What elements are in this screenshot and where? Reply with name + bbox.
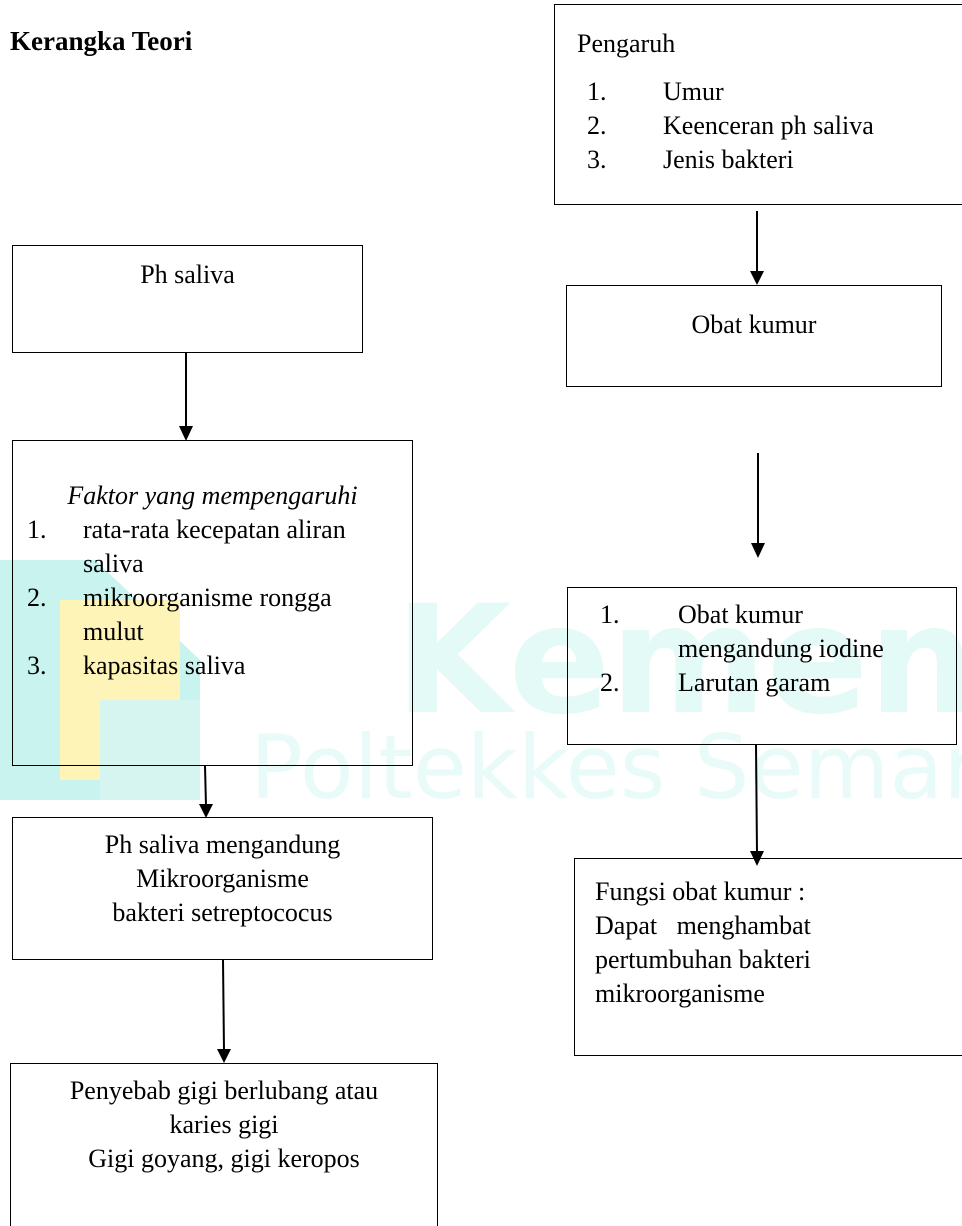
fungsi-box: Fungsi obat kumur : Dapat menghambat per… xyxy=(574,858,962,1056)
faktor-item-line: saliva xyxy=(83,549,144,578)
faktor-item-number: 3. xyxy=(27,651,47,680)
jenis-obat-box: 1. Obat kumur mengandung iodine 2. Larut… xyxy=(567,587,957,745)
pengaruh-item-number: 3. xyxy=(587,145,607,174)
arrow-jenis-to-fungsi xyxy=(750,744,764,866)
jenis-item-line: Larutan garam xyxy=(678,668,831,697)
faktor-item-text: mikroorganisme rongga mulut xyxy=(83,581,332,649)
pengaruh-item-number: 2. xyxy=(587,111,607,140)
penyebab-line: karies gigi xyxy=(169,1110,279,1139)
jenis-item-number: 2. xyxy=(600,668,620,697)
faktor-item: 1. rata-rata kecepatan aliran saliva xyxy=(13,513,412,581)
ph-saliva-label: Ph saliva xyxy=(140,260,235,289)
fungsi-line: Dapat menghambat xyxy=(595,911,811,940)
arrow-ph-to-faktor xyxy=(179,353,193,441)
pengaruh-item: 3. Jenis bakteri xyxy=(555,143,962,177)
fungsi-line: pertumbuhan bakteri xyxy=(595,945,811,974)
arrow-faktor-to-mengandung xyxy=(199,765,213,818)
pengaruh-item-text: Umur xyxy=(663,77,724,106)
ph-saliva-box: Ph saliva xyxy=(12,245,363,353)
jenis-item-text: Larutan garam xyxy=(678,666,830,700)
penyebab-line: Gigi goyang, gigi keropos xyxy=(88,1144,360,1173)
faktor-item: 2. mikroorganisme rongga mulut xyxy=(13,581,412,649)
faktor-box: Faktor yang mempengaruhi 1. rata-rata ke… xyxy=(12,440,413,766)
jenis-item-line: Obat kumur xyxy=(678,600,803,629)
pengaruh-item: 2. Keenceran ph saliva xyxy=(555,109,962,143)
mengandung-line: bakteri setreptococus xyxy=(112,898,333,927)
faktor-item-line: rata-rata kecepatan aliran xyxy=(83,515,346,544)
faktor-item-text: kapasitas saliva xyxy=(83,649,245,683)
penyebab-box: Penyebab gigi berlubang atau karies gigi… xyxy=(10,1063,438,1226)
pengaruh-item-text: Keenceran ph saliva xyxy=(663,111,874,140)
faktor-item-text: rata-rata kecepatan aliran saliva xyxy=(83,513,346,581)
mengandung-line: Ph saliva mengandung xyxy=(104,830,341,859)
pengaruh-list: 1. Umur 2. Keenceran ph saliva 3. Jenis … xyxy=(555,75,962,177)
jenis-item-line: mengandung iodine xyxy=(678,634,884,663)
arrow-pengaruh-to-obat xyxy=(750,211,764,285)
faktor-item: 3. kapasitas saliva xyxy=(13,649,412,683)
mengandung-box: Ph saliva mengandung Mikroorganisme bakt… xyxy=(12,817,433,960)
faktor-item-line: kapasitas saliva xyxy=(83,651,246,680)
jenis-item-number: 1. xyxy=(600,600,620,629)
obat-kumur-label: Obat kumur xyxy=(691,310,817,339)
faktor-item-number: 1. xyxy=(27,515,47,544)
jenis-item-text: Obat kumur mengandung iodine xyxy=(678,598,884,666)
pengaruh-item-number: 1. xyxy=(587,77,607,106)
arrow-obat-to-jenis xyxy=(751,453,765,558)
mengandung-line: Mikroorganisme xyxy=(136,864,309,893)
penyebab-line: Penyebab gigi berlubang atau xyxy=(69,1076,379,1105)
faktor-item-line: mulut xyxy=(83,617,144,646)
faktor-heading: Faktor yang mempengaruhi xyxy=(67,481,358,510)
fungsi-line: Fungsi obat kumur : xyxy=(595,877,806,906)
arrow-mengandung-to-penyebab xyxy=(217,959,231,1063)
jenis-item: 1. Obat kumur mengandung iodine xyxy=(568,598,956,666)
fungsi-line: mikroorganisme xyxy=(595,979,765,1008)
jenis-item: 2. Larutan garam xyxy=(568,666,956,700)
pengaruh-item-text: Jenis bakteri xyxy=(663,145,794,174)
pengaruh-heading: Pengaruh xyxy=(577,29,676,58)
faktor-item-number: 2. xyxy=(27,583,47,612)
faktor-item-line: mikroorganisme rongga xyxy=(83,583,332,612)
pengaruh-item: 1. Umur xyxy=(555,75,962,109)
pengaruh-box: Pengaruh 1. Umur 2. Keenceran ph saliva … xyxy=(554,4,962,205)
obat-kumur-box: Obat kumur xyxy=(566,285,942,387)
page-title: Kerangka Teori xyxy=(10,26,193,56)
faktor-list: 1. rata-rata kecepatan aliran saliva 2. … xyxy=(13,513,412,683)
